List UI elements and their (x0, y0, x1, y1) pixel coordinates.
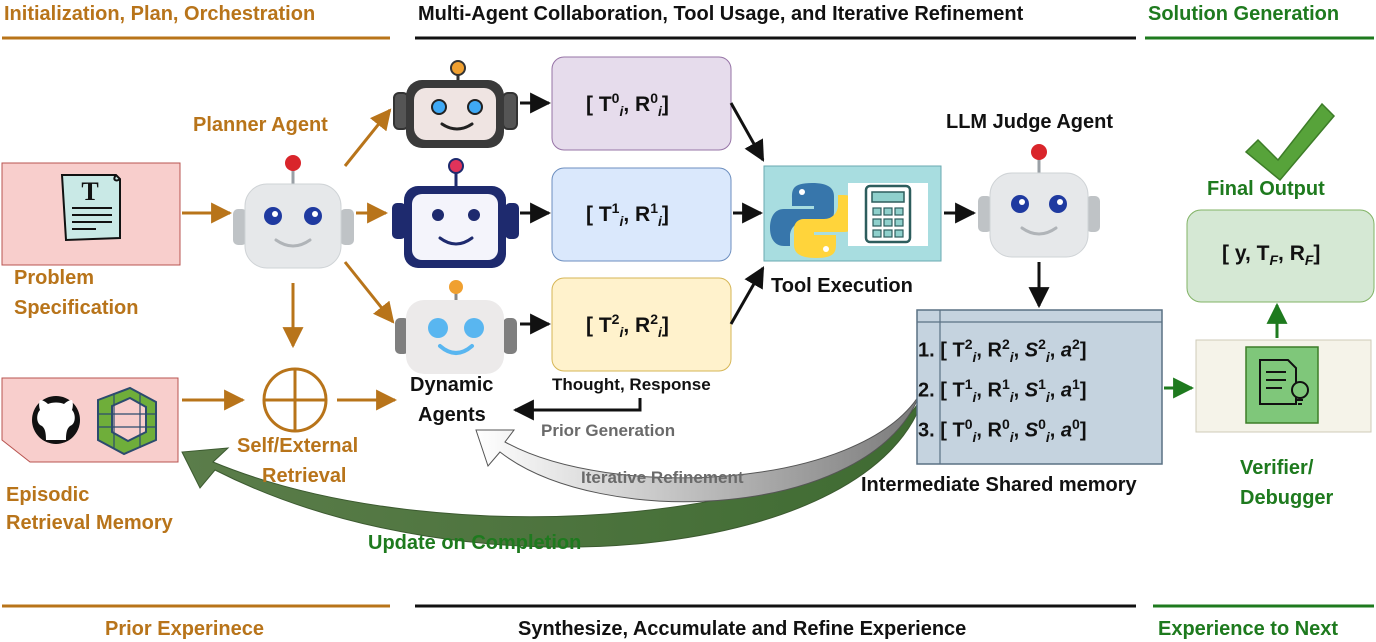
header-left: Initialization, Plan, Orchestration (4, 3, 316, 25)
retrieval-plus-icon (262, 367, 328, 433)
agent-1-output-box (551, 167, 732, 262)
episodic-label-1: Episodic (6, 484, 90, 506)
dynamic-agents-label-1: Dynamic (410, 374, 494, 396)
agent-2-formula: [ T2i, R2i] (586, 311, 669, 341)
footer-right: Experience to Next (1158, 618, 1339, 640)
verifier-label-2: Debugger (1240, 487, 1334, 509)
calculator-icon (848, 183, 928, 246)
problem-spec-label-2: Specification (14, 297, 139, 319)
final-output-label: Final Output (1207, 178, 1325, 200)
document-icon (60, 174, 121, 242)
green-arrows (1164, 302, 1288, 399)
thought-response-label: Thought, Response (552, 375, 711, 394)
update-completion-label: Update on Completion (368, 532, 582, 554)
tool-execution-label: Tool Execution (771, 275, 913, 297)
agent-2-output-box (551, 277, 732, 372)
checkmark-icon (1244, 102, 1336, 182)
github-icon (32, 396, 80, 444)
retrieval-label-1: Self/External (237, 435, 359, 457)
memory-row-2: 2. [ T1i, R1i, S1i, a1] (918, 376, 1087, 405)
footer-center: Synthesize, Accumulate and Refine Experi… (518, 618, 967, 640)
episodic-label-2: Retrieval Memory (6, 512, 173, 534)
judge-robot-icon (978, 144, 1100, 258)
problem-spec-label-1: Problem (14, 267, 95, 289)
black-arrows (512, 92, 1050, 421)
python-icon (770, 183, 858, 258)
debug-document-icon (1245, 346, 1319, 424)
iterative-refinement-label: Iterative Refinement (581, 468, 744, 487)
dynamic-agents-label-2: Agents (418, 404, 486, 426)
agent-1-formula: [ T1i, R1i] (586, 200, 669, 230)
footer-left: Prior Experinece (105, 618, 264, 640)
cube-stack-icon (97, 386, 157, 456)
retrieval-label-2: Retrieval (262, 465, 347, 487)
llm-judge-label: LLM Judge Agent (946, 111, 1114, 133)
agent-0-robot-icon (393, 60, 518, 148)
final-output-formula: [ y, TF, RF] (1222, 242, 1321, 269)
agent-2-robot-icon (395, 280, 517, 374)
agent-1-robot-icon (392, 158, 519, 268)
planner-agent-label: Planner Agent (193, 114, 328, 136)
brown-arrows (182, 108, 398, 411)
prior-generation-label: Prior Generation (541, 421, 676, 440)
iterative-refinement-arrow (475, 393, 921, 503)
planner-robot-icon (233, 155, 354, 269)
memory-row-3: 3. [ T0i, R0i, S0i, a0] (918, 416, 1087, 445)
final-output-box (1186, 209, 1375, 303)
verifier-label-1: Verifier/ (1240, 457, 1314, 479)
shared-memory-box (916, 309, 1163, 465)
agent-0-formula: [ T0i, R0i] (586, 90, 669, 120)
memory-row-1: 1. [ T2i, R2i, S2i, a2] (918, 336, 1087, 365)
header-right: Solution Generation (1148, 3, 1340, 25)
shared-memory-label: Intermediate Shared memory (861, 474, 1137, 496)
header-center: Multi-Agent Collaboration, Tool Usage, a… (418, 3, 1024, 25)
document-letter: T (81, 177, 98, 206)
